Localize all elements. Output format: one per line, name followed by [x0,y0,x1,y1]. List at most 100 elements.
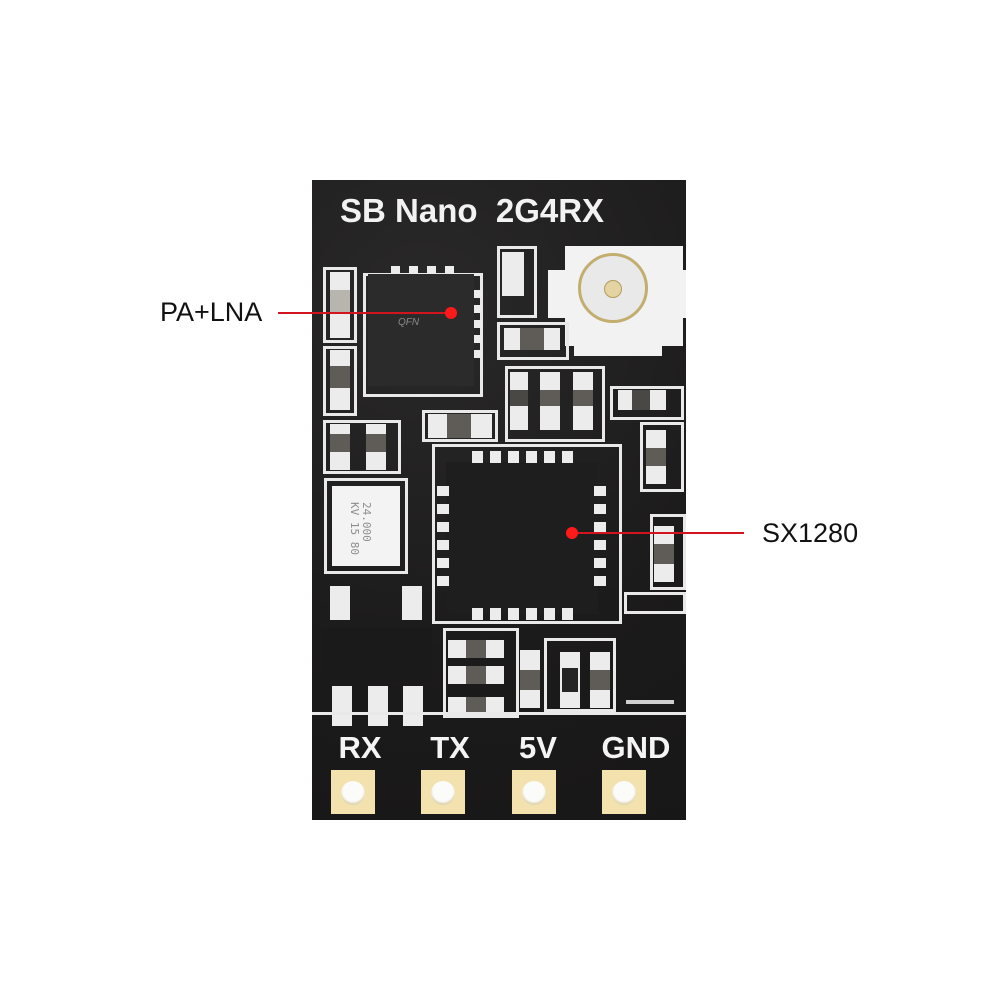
callout-pa-lna-label: PA+LNA [160,297,263,327]
cap-outline [497,322,569,360]
pin-label-5v: 5V [519,730,557,765]
regulator-pin [403,686,423,726]
ufl-tab-right [680,270,686,318]
resistor-body [330,290,350,314]
pad [508,608,519,620]
solder-pad-tx [421,770,465,814]
solder-pad-rx [331,770,375,814]
regulator-pin [368,686,388,726]
pad [437,558,449,568]
silk-bracket [624,592,686,614]
pad [474,320,482,328]
pad [409,266,418,274]
pad [437,576,449,586]
solder-pad-5v [512,770,556,814]
pad-hole [522,781,546,805]
pad [474,350,482,358]
pad [490,451,501,463]
pad [437,486,449,496]
cap-body [466,666,486,684]
pin-label-gnd: GND [601,730,671,765]
cap-body [520,670,540,690]
callout-pa-lna-line [278,312,452,314]
regulator-tab [330,586,350,620]
pad-hole [612,781,636,805]
pad [437,540,449,550]
pad [445,266,454,274]
pad [594,558,606,568]
silk-line [626,700,674,704]
pad [490,608,501,620]
resistor-outline [650,514,686,590]
cap-body [466,640,486,658]
cap-body [520,328,544,350]
capacitor-body [330,366,350,388]
resistor-body [646,448,666,466]
pad [427,266,436,274]
sx1280-outline [432,444,622,624]
ufl-tab-left [548,270,568,318]
pad [594,486,606,496]
cap-array-outline [443,628,519,718]
pad [544,451,555,463]
regulator-tab [402,586,422,620]
capacitor-outline [323,346,357,416]
cap-body [510,390,528,406]
pa-lna-chip [368,274,474,386]
board-title: SB Nano 2G4RX [340,192,605,229]
capacitor-body [366,434,386,452]
cap-body [573,390,593,406]
callout-sx1280-label: SX1280 [762,518,859,548]
cap-outline [497,246,537,318]
resistor-outline [323,267,357,343]
resistor-body [654,544,674,564]
pad [472,451,483,463]
pad [391,266,400,274]
pad [594,522,606,532]
ufl-ring [578,253,648,323]
pad-hole [341,781,365,805]
callout-pa-lna-dot [445,307,457,319]
voltage-regulator [322,628,432,682]
pad [508,451,519,463]
pad [562,451,573,463]
capacitor-body [330,434,350,452]
cap-body [466,697,486,715]
pad [544,608,555,620]
cap-body [540,390,560,406]
pad [526,608,537,620]
pad [474,305,482,313]
pin-label-tx: TX [430,730,470,765]
pad [526,451,537,463]
cap-body [632,390,650,410]
ufl-center-pin [604,280,622,298]
pad-hole [431,781,455,805]
pad [437,504,449,514]
pad [562,608,573,620]
solder-pad-gnd [602,770,646,814]
cap-outline [610,386,684,420]
resistor-body [447,414,471,438]
pa-lna-marking: QFN [398,317,420,328]
resistor-body [590,670,610,690]
silk-divider [312,712,686,715]
pad [594,504,606,514]
cap-pad [502,252,524,296]
callout-sx1280-dot [566,527,578,539]
diode-outline [544,638,616,712]
crystal-oscillator [332,486,400,566]
pad [474,290,482,298]
pad [472,608,483,620]
crystal-outline [324,478,408,574]
regulator-pin [332,686,352,726]
pad [474,335,482,343]
pad [594,540,606,550]
ufl-bottom [574,336,662,356]
capacitor-pair-outline [323,420,401,474]
pin-label-rx: RX [338,730,382,765]
crystal-marking: 24.000 KV 15 80 [348,502,373,555]
resistor-outline [640,422,684,492]
resistor-outline [422,410,498,442]
pad [437,522,449,532]
cap-array-outline [505,366,605,442]
